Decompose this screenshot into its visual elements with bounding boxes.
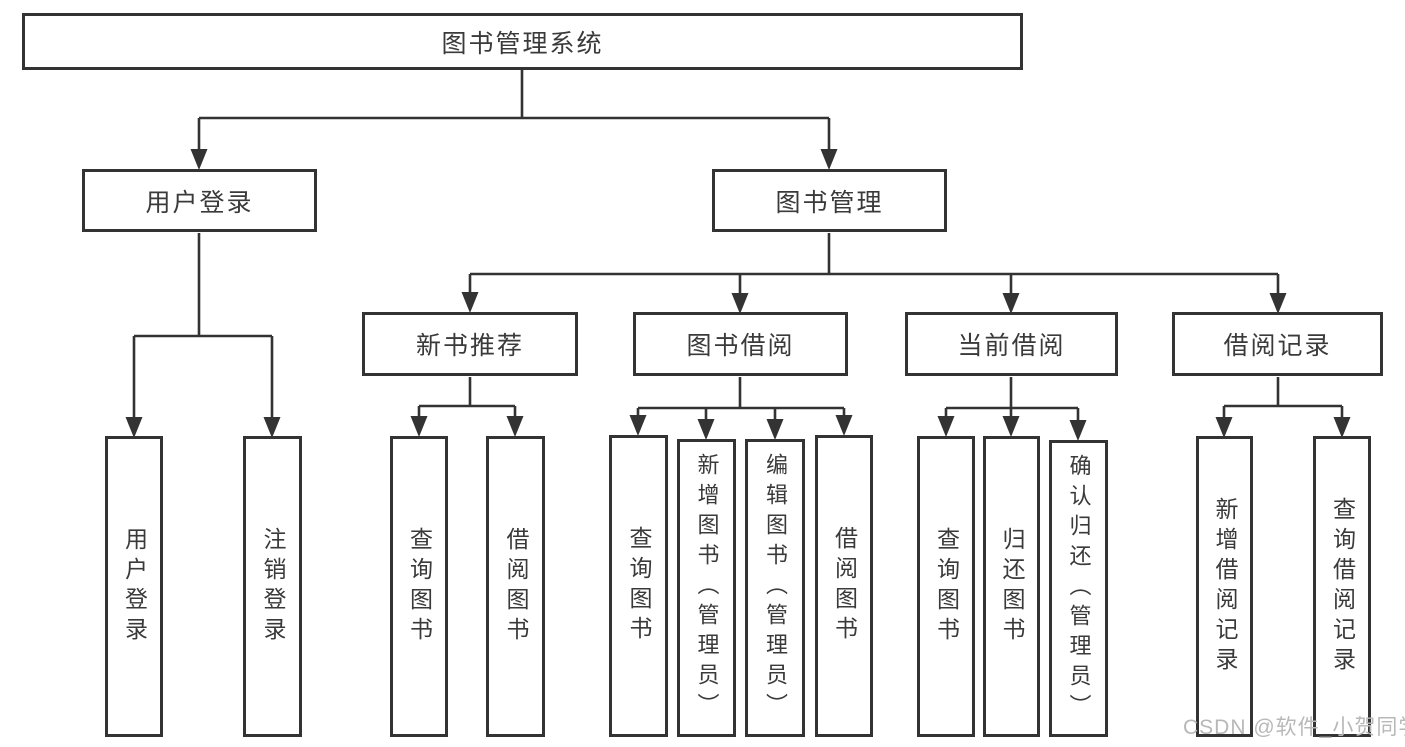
node-new-book-recommend: 新书推荐 [362,312,578,376]
node-current-borrow-label: 当前借阅 [957,332,1066,360]
node-root: 图书管理系统 [22,13,1023,70]
arrowhead-icons [125,149,1351,441]
leaf-current-return-book: 归还图书 [983,436,1040,737]
leaf-current-query-book-label: 查询图书 [933,526,960,647]
connector-shafts [132,70,1344,425]
leaf-logout: 注销登录 [243,436,302,737]
leaf-current-confirm-return-label: 确认归还（管理员） [1066,453,1092,724]
leaf-borrow-borrow-book-label: 借阅图书 [831,526,858,646]
node-borrow-records: 借阅记录 [1172,312,1383,376]
leaf-recommend-query-book: 查询图书 [390,436,448,737]
leaf-borrow-query-book: 查询图书 [609,435,668,737]
node-book-management: 图书管理 [712,169,947,232]
leaf-borrow-query-book-label: 查询图书 [626,526,652,646]
leaf-current-return-book-label: 归还图书 [999,526,1025,647]
node-current-borrow: 当前借阅 [905,312,1118,376]
leaf-borrow-borrow-book: 借阅图书 [815,435,873,737]
leaf-user-login: 用户登录 [105,436,163,737]
leaf-current-confirm-return: 确认归还（管理员） [1049,440,1108,737]
node-book-borrow: 图书借阅 [633,312,848,376]
leaf-recommend-borrow-book-label: 借阅图书 [503,526,529,647]
leaf-user-login-label: 用户登录 [121,526,148,647]
leaf-recommend-borrow-book: 借阅图书 [486,436,545,737]
leaf-records-query-record: 查询借阅记录 [1313,436,1371,737]
node-user-login-label: 用户登录 [145,188,254,217]
leaf-records-add-record-label: 新增借阅记录 [1212,496,1238,677]
node-book-management-label: 图书管理 [775,188,884,217]
node-borrow-records-label: 借阅记录 [1223,332,1332,360]
leaf-borrow-edit-book: 编辑图书（管理员） [745,439,805,737]
leaf-current-query-book: 查询图书 [917,436,975,737]
watermark: CSDN @软件_小贺同学 [1183,716,1405,739]
leaf-borrow-add-book: 新增图书（管理员） [677,439,736,737]
node-root-label: 图书管理系统 [441,29,604,58]
node-book-borrow-label: 图书借阅 [686,332,795,360]
leaf-records-add-record: 新增借阅记录 [1196,436,1253,737]
node-user-login: 用户登录 [82,169,317,232]
leaf-records-query-record-label: 查询借阅记录 [1329,496,1356,677]
leaf-logout-label: 注销登录 [260,526,286,647]
node-new-book-recommend-label: 新书推荐 [415,332,524,360]
leaf-borrow-edit-book-label: 编辑图书（管理员） [763,453,788,723]
leaf-borrow-add-book-label: 新增图书（管理员） [694,453,720,723]
leaf-recommend-query-book-label: 查询图书 [406,526,433,647]
